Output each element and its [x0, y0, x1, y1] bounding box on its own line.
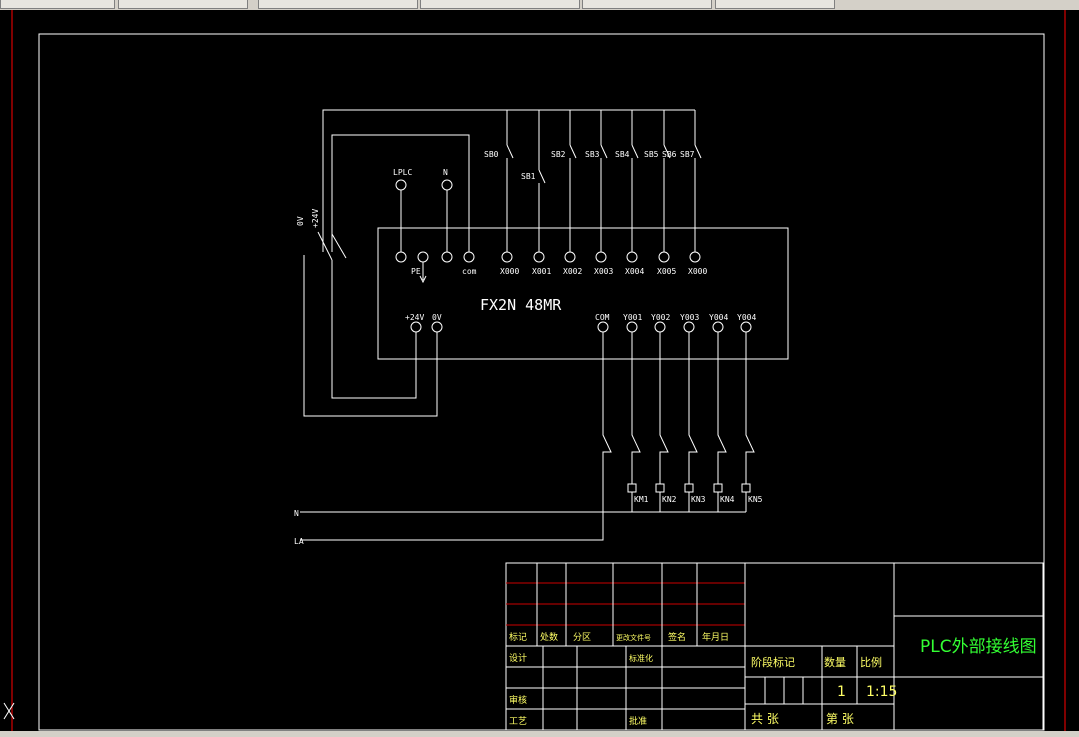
sb3-label: SB3 [585, 150, 600, 159]
kn5-label: KN5 [748, 495, 763, 504]
24v-terminal [410, 321, 422, 333]
tb-approve: 批准 [629, 715, 647, 727]
com-out-label: COM [595, 313, 610, 322]
tb-scale-label: 比例 [860, 655, 882, 669]
x000-terminal [501, 251, 513, 263]
x004-terminal [626, 251, 638, 263]
tb-sheet: 第 张 [826, 712, 854, 726]
tb-count: 处数 [540, 631, 558, 643]
y004-terminal [712, 321, 724, 333]
toolbar-tab[interactable] [0, 0, 115, 9]
km1-label: KM1 [634, 495, 649, 504]
0v-terminal [431, 321, 443, 333]
lplc-terminal [395, 179, 407, 191]
x003-terminal [595, 251, 607, 263]
0v-label: 0V [432, 313, 442, 322]
title-block: 标记 处数 分区 更改文件号 签名 年月日 设计 标准化 审核 工艺 批准 阶段… [505, 562, 1044, 731]
y003-terminal [683, 321, 695, 333]
n-line-label: N [294, 509, 299, 518]
tb-total: 共 张 [751, 712, 779, 726]
tb-quantity: 数量 [824, 656, 846, 669]
y002-label: Y002 [651, 313, 670, 322]
status-bar [0, 731, 1079, 737]
plc-model: FX2N 48MR [480, 296, 562, 314]
terminals [395, 179, 752, 333]
y004-label: Y004 [709, 313, 728, 322]
la-line-label: LA [294, 537, 304, 546]
24v-switch-label: +24V [311, 209, 320, 228]
sb5-label: SB5 [644, 150, 659, 159]
coil-kn4 [713, 483, 723, 493]
coil-kn5 [741, 483, 751, 493]
x005-terminal [658, 251, 670, 263]
pe-label: PE [411, 267, 421, 276]
kn2-label: KN2 [662, 495, 677, 504]
x002-label: X002 [563, 267, 582, 276]
com-label: com [462, 267, 477, 276]
tb-standard: 标准化 [629, 653, 653, 663]
wiring [300, 109, 755, 541]
x005-label: X005 [657, 267, 676, 276]
24v-label: +24V [405, 313, 424, 322]
layout-tab[interactable] [582, 0, 712, 9]
coil-kn3 [684, 483, 694, 493]
y004-terminal [740, 321, 752, 333]
tb-process: 工艺 [509, 716, 527, 727]
x001-label: X001 [532, 267, 551, 276]
n-terminal [441, 179, 453, 191]
y003-label: Y003 [680, 313, 699, 322]
n-label: N [443, 168, 448, 177]
sb2-label: SB2 [551, 150, 566, 159]
coil-km1 [627, 483, 637, 493]
x000-label: X000 [500, 267, 519, 276]
tb-sign: 签名 [668, 631, 686, 643]
kn4-label: KN4 [720, 495, 735, 504]
tb-check: 审核 [509, 694, 527, 706]
sb7-label: SB7 [680, 150, 695, 159]
tb-zone: 分区 [573, 632, 591, 643]
sb1-label: SB1 [521, 172, 536, 181]
y001-terminal [626, 321, 638, 333]
terminal [395, 251, 407, 263]
x000b-label: X000 [688, 267, 707, 276]
lplc-label: LPLC [393, 168, 412, 177]
tb-design: 设计 [509, 652, 527, 664]
y002-terminal [654, 321, 666, 333]
0v-switch-label: 0V [296, 216, 305, 226]
ucs-icon [3, 702, 15, 720]
drawing-frame [38, 33, 1045, 731]
drawing-title: PLC外部接线图 [920, 637, 1037, 657]
tb-date: 年月日 [702, 631, 729, 643]
x000-terminal [689, 251, 701, 263]
terminal [441, 251, 453, 263]
toolbar-tab[interactable] [118, 0, 248, 9]
com-terminal [463, 251, 475, 263]
coils [627, 483, 751, 493]
tb-change-doc: 更改文件号 [616, 633, 651, 642]
coil-kn2 [655, 483, 665, 493]
tb-mark: 标记 [509, 631, 527, 643]
toolbar [0, 0, 1079, 10]
pe-terminal [417, 251, 429, 263]
sb4-label: SB4 [615, 150, 630, 159]
tb-stage: 阶段标记 [751, 655, 795, 669]
x001-terminal [533, 251, 545, 263]
tb-qty-value: 1 [837, 684, 846, 700]
sb6-label: SB6 [662, 150, 677, 159]
sb0-label: SB0 [484, 150, 499, 159]
layout-tab[interactable] [715, 0, 835, 9]
y004b-label: Y004 [737, 313, 756, 322]
x004-label: X004 [625, 267, 644, 276]
tb-scale-value: 1:15 [866, 684, 897, 700]
com-out-terminal [597, 321, 609, 333]
y001-label: Y001 [623, 313, 642, 322]
x003-label: X003 [594, 267, 613, 276]
plc-box [377, 227, 789, 360]
x002-terminal [564, 251, 576, 263]
layout-tab[interactable] [258, 0, 418, 9]
kn3-label: KN3 [691, 495, 706, 504]
layout-tab[interactable] [420, 0, 580, 9]
